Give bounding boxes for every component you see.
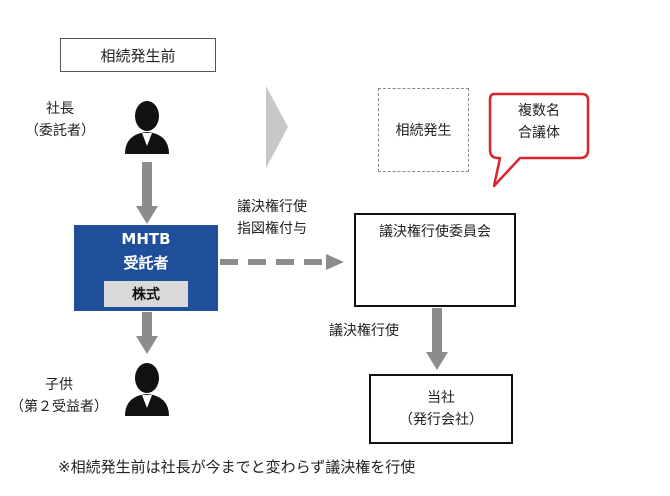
footnote: ※相続発生前は社長が今までと変わらず議決権を行使 [58, 458, 416, 476]
before-inheritance-title: 相続発生前 [100, 46, 176, 65]
president-label: 社長 （委託者） [10, 98, 110, 142]
trustee-box: MHTB 受託者 株式 [74, 225, 218, 311]
stock-label: 株式 [132, 287, 160, 303]
voting-instruction-dashed-arrow [220, 254, 344, 270]
trustee-name: MHTB [121, 230, 171, 248]
child-label: 子供 （第２受益者） [0, 374, 118, 418]
child-label-line2: （第２受益者） [10, 399, 108, 415]
president-label-line2: （委託者） [25, 123, 95, 139]
child-label-line1: 子供 [45, 377, 73, 393]
voting-instruction-label: 議決権行使 指図権付与 [216, 196, 328, 240]
voting-instruction-line1: 議決権行使 [237, 199, 307, 215]
voting-instruction-line2: 指図権付与 [237, 221, 307, 237]
callout-line1: 複数名 [518, 103, 560, 119]
company-line1: 当社 [427, 390, 455, 406]
trustee-to-child-arrow [136, 312, 158, 354]
inheritance-occurs-label: 相続発生 [395, 123, 452, 139]
company-line2: （発行会社） [399, 412, 483, 428]
exercise-voting-label: 議決権行使 [329, 323, 399, 339]
callout-text: 複数名 合議体 [489, 100, 589, 144]
multiple-members-callout [488, 92, 590, 188]
voting-committee-title: 議決権行使委員会 [379, 224, 491, 240]
president-person-icon [125, 101, 169, 154]
voting-committee-box: 議決権行使委員会 [354, 213, 516, 307]
trustee-role: 受託者 [123, 254, 169, 272]
committee-to-company-arrow [426, 308, 448, 370]
transition-chevron-icon [266, 86, 288, 168]
inheritance-occurs-box: 相続発生 [378, 88, 469, 172]
child-person-icon [125, 363, 169, 416]
president-label-line1: 社長 [46, 101, 74, 117]
callout-line2: 合議体 [518, 125, 560, 141]
president-to-trustee-arrow [136, 162, 158, 224]
stock-badge: 株式 [104, 281, 188, 307]
issuing-company-box: 当社 （発行会社） [369, 374, 513, 444]
before-inheritance-title-box: 相続発生前 [60, 38, 216, 72]
